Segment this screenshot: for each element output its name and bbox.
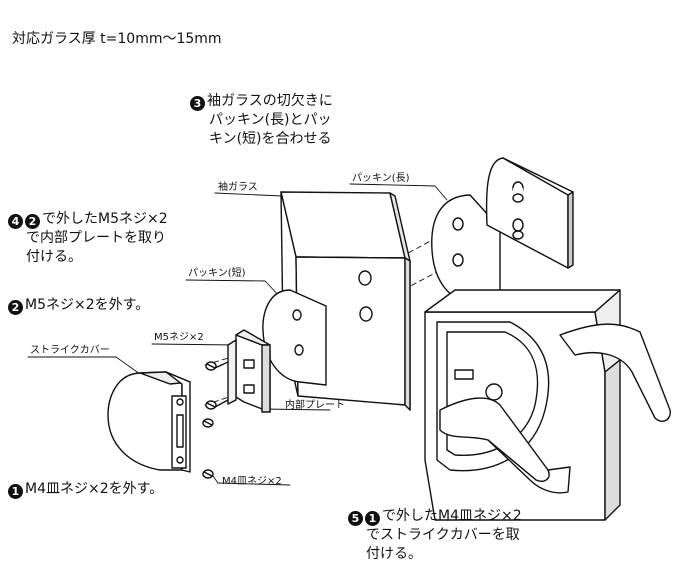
- lever-handle-back: [559, 323, 671, 422]
- step-4-ref-number: 2: [25, 214, 40, 229]
- label-sleeve-glass: 袖ガラス: [218, 182, 258, 193]
- strike-cover: [107, 371, 191, 473]
- m5-screws: [205, 361, 229, 410]
- glass-thickness-note: 対応ガラス厚 t=10mm〜15mm: [12, 31, 222, 47]
- inner-plate: [227, 329, 271, 413]
- lever-handle-front: [439, 397, 571, 494]
- label-inner-plate: 内部プレート: [285, 400, 345, 411]
- step-3-number: 3: [190, 96, 205, 111]
- label-m4-screw: M4皿ネジ×2: [222, 476, 282, 487]
- step-3-text: 袖ガラスの切欠きに: [207, 93, 333, 109]
- step-5-number: 5: [348, 511, 363, 526]
- label-packing-short: パッキン(短): [188, 268, 246, 279]
- m4-screws: [202, 418, 214, 479]
- step-5-line-3: 付ける。: [366, 546, 422, 562]
- step-3-line-3: キン(短)を合わせる: [209, 131, 332, 147]
- step-5-ref-number: 1: [365, 511, 380, 526]
- label-packing-long: パッキン(長): [352, 173, 410, 184]
- step-4-text: で外したM5ネジ×2: [42, 211, 168, 227]
- step-2-text: M5ネジ×2を外す。: [25, 297, 150, 313]
- step-5-line-2: でストライクカバーを取: [366, 527, 520, 543]
- step-1-number: 1: [8, 484, 23, 499]
- label-strike-cover: ストライクカバー: [30, 345, 110, 356]
- step-3-line-2: パッキン(長)とパッ: [209, 112, 332, 128]
- step-5-text: で外したM4皿ネジ×2: [382, 508, 522, 524]
- step-1-text: M4皿ネジ×2を外す。: [25, 481, 164, 497]
- label-m5-screw: M5ネジ×2: [154, 332, 204, 343]
- step-4-line-2: で内部プレートを取り: [26, 230, 166, 246]
- leader-lines: [27, 183, 448, 486]
- step-2-number: 2: [8, 300, 23, 315]
- packing-short: [262, 289, 327, 386]
- step-4-line-3: 付ける。: [26, 249, 82, 265]
- outer-plate: [485, 157, 574, 269]
- step-4-number: 4: [8, 214, 23, 229]
